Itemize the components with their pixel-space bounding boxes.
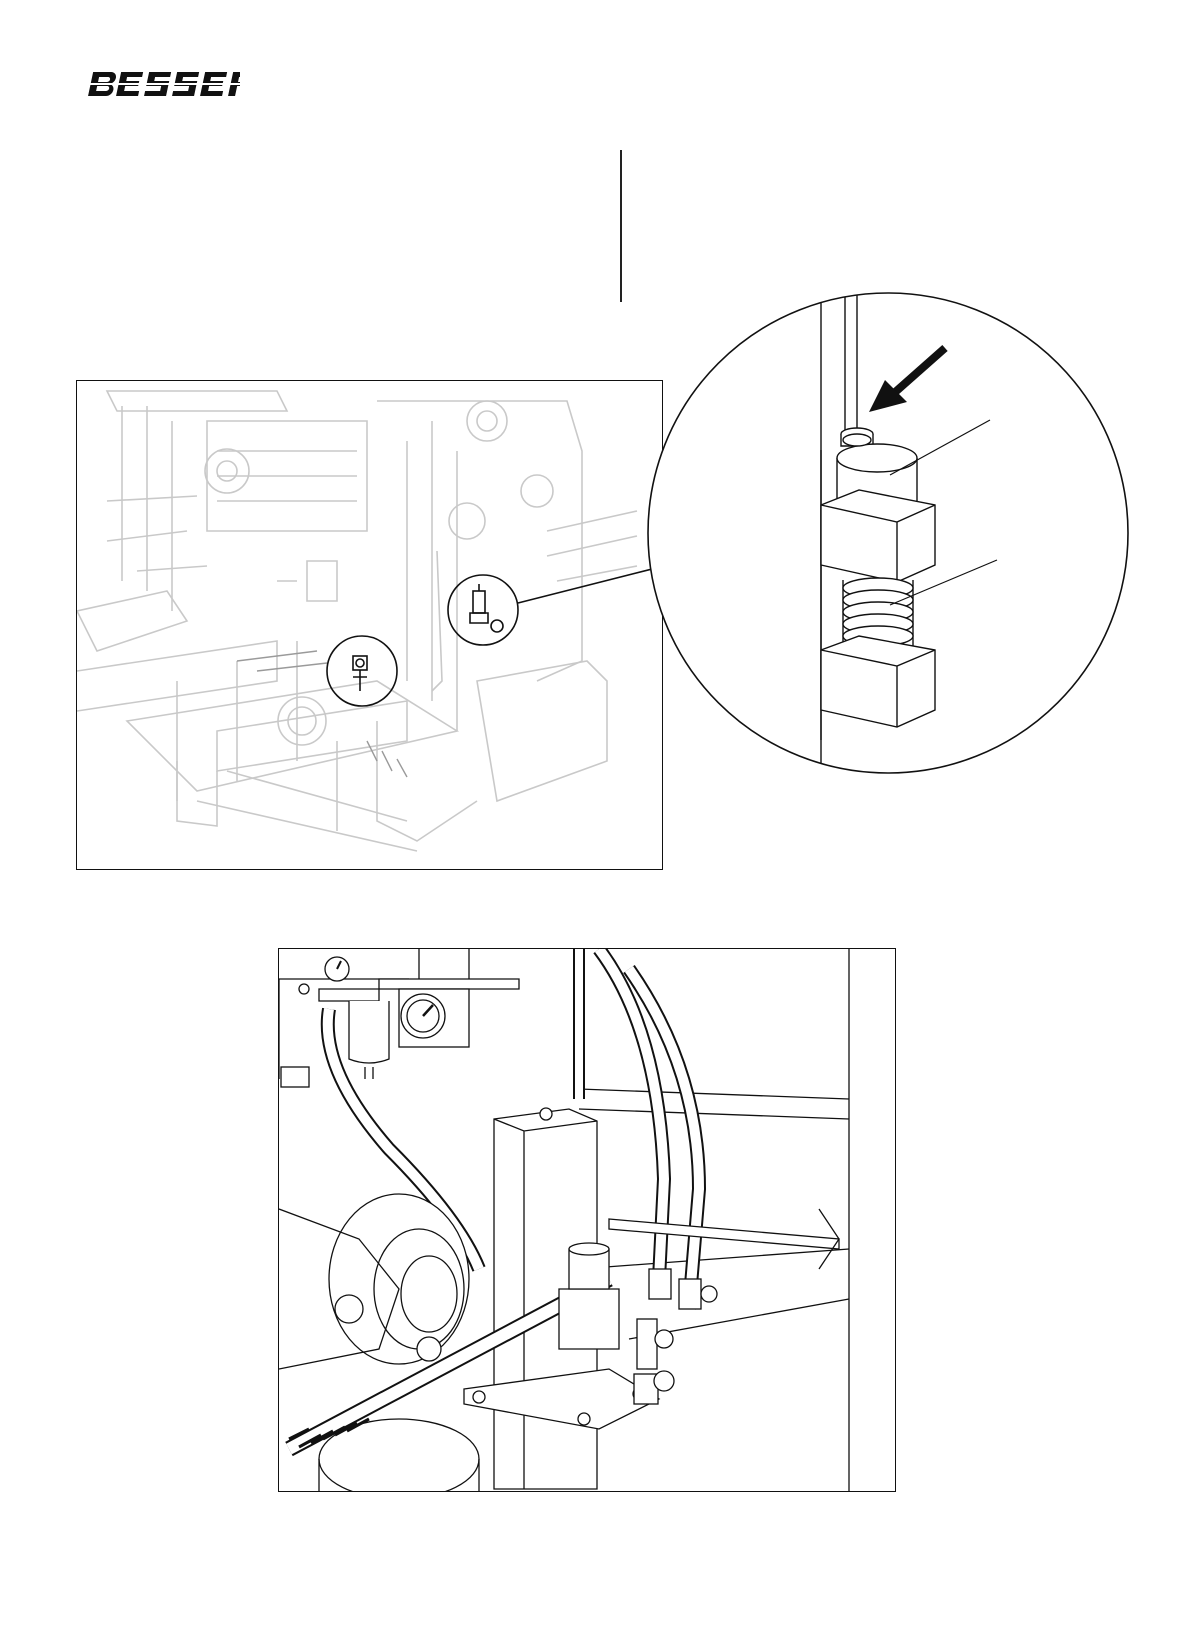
machine-overview-illustration xyxy=(77,390,662,852)
arrow-icon xyxy=(869,345,948,412)
machine-overview-figure xyxy=(76,380,663,870)
lubrication-pump-illustration xyxy=(279,949,850,1491)
besser-logo xyxy=(80,68,240,104)
besser-logo-graphic xyxy=(80,72,240,96)
column-divider xyxy=(620,150,622,302)
lubrication-pump-figure xyxy=(278,948,896,1492)
grease-fitting-detail-illustration xyxy=(647,292,1129,774)
grease-fitting-detail-figure xyxy=(645,290,1131,776)
